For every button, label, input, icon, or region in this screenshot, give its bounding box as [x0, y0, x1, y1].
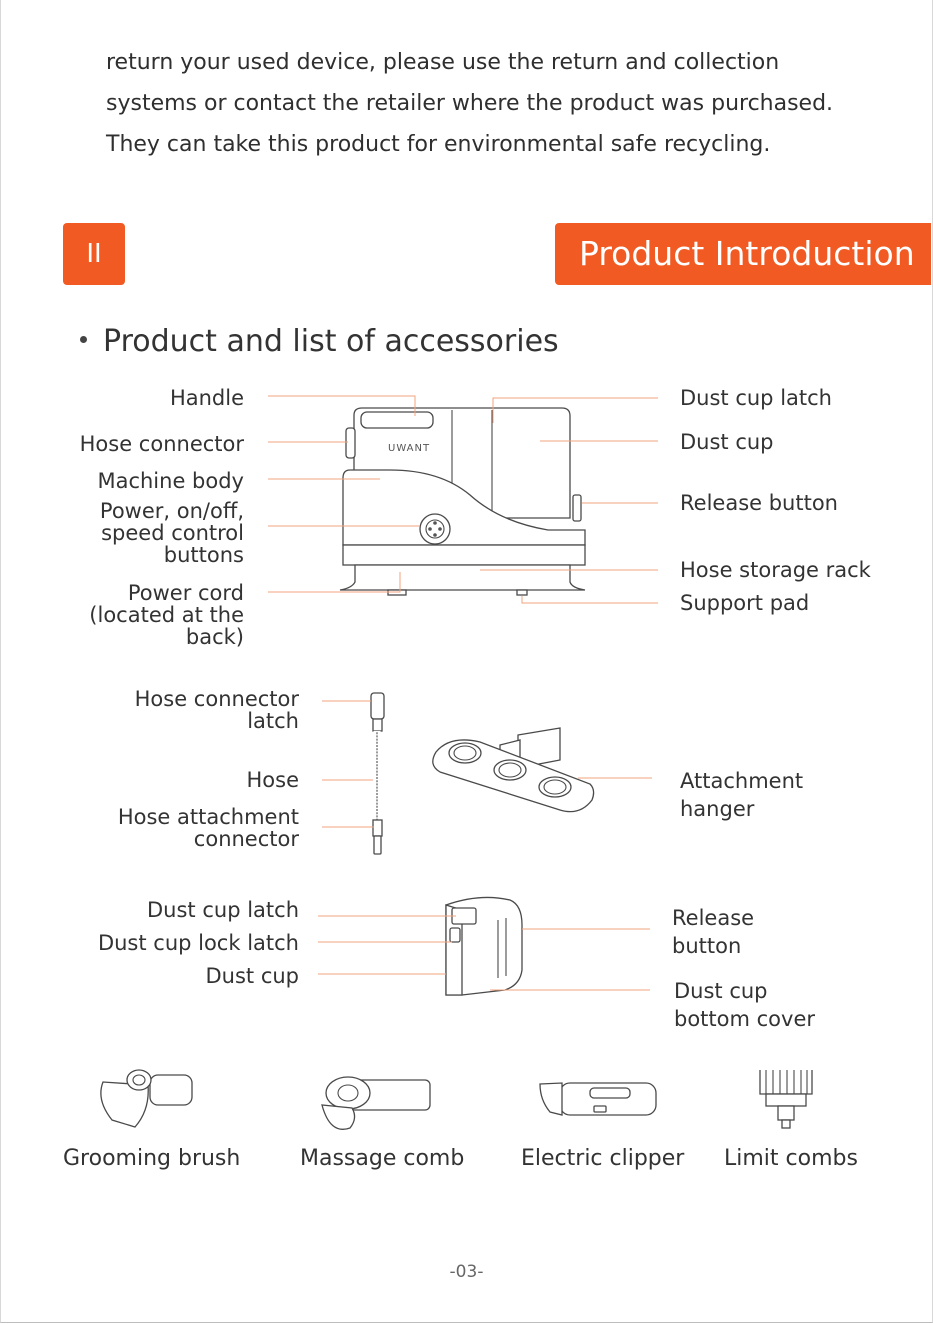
- label-dust-cup-lock-latch: Dust cup lock latch: [97, 931, 299, 955]
- intro-line-3: They can take this product for environme…: [106, 132, 771, 157]
- label-hose-connector: Hose connector: [79, 432, 244, 456]
- accessory-limit-combs: Limit combs: [724, 1146, 858, 1171]
- label-attachment-hanger: Attachment hanger: [680, 769, 804, 821]
- label-release-button: Release button: [680, 491, 838, 515]
- accessory-massage-comb: Massage comb: [300, 1146, 465, 1171]
- label-power-buttons: Power, on/off, speed control buttons: [99, 499, 244, 567]
- bullet-icon: [80, 336, 87, 343]
- attachment-hanger-drawing: [432, 727, 595, 813]
- hose-leader-lines: [322, 700, 374, 828]
- intro-line-2: systems or contact the retailer where th…: [106, 91, 834, 116]
- section-title-banner: Product Introduction: [555, 223, 931, 285]
- label-hose: Hose: [246, 768, 300, 792]
- label-dust-cup: Dust cup: [680, 430, 774, 454]
- brand-logo: UWANT: [388, 443, 430, 454]
- main-unit-drawing: UWANT: [339, 407, 586, 596]
- accessory-grooming-brush: Grooming brush: [63, 1146, 241, 1171]
- page-number: -03-: [449, 1262, 484, 1282]
- grooming-brush-drawing: [100, 1069, 193, 1128]
- label-release-button-detail: Release button: [672, 906, 755, 958]
- label-dust-cup-latch-detail: Dust cup latch: [147, 898, 299, 922]
- intro-line-1: return your used device, please use the …: [106, 50, 780, 75]
- dust-cup-leader-lines: [318, 915, 650, 991]
- label-support-pad: Support pad: [680, 591, 810, 615]
- limit-combs-drawing: [759, 1070, 813, 1129]
- section-number-badge: II: [63, 223, 125, 285]
- label-hose-storage-rack: Hose storage rack: [680, 558, 871, 582]
- massage-comb-drawing: [321, 1076, 431, 1130]
- label-hose-attachment-connector: Hose attachment connector: [117, 805, 299, 851]
- subsection-title: Product and list of accessories: [103, 324, 559, 359]
- label-dust-cup-bottom-cover: Dust cup bottom cover: [674, 979, 816, 1031]
- label-power-cord: Power cord (located at the back): [89, 581, 244, 649]
- accessory-electric-clipper: Electric clipper: [521, 1146, 685, 1171]
- electric-clipper-drawing: [539, 1082, 657, 1116]
- label-dust-cup-detail: Dust cup: [205, 964, 299, 988]
- label-handle: Handle: [169, 386, 244, 410]
- label-machine-body: Machine body: [97, 469, 244, 493]
- subsection-heading: Product and list of accessories: [80, 324, 559, 359]
- dust-cup-drawing: [445, 896, 523, 996]
- hose-drawing: [370, 692, 385, 855]
- label-hose-connector-latch: Hose connector latch: [134, 687, 299, 733]
- main-unit-leader-lines: [268, 395, 658, 604]
- label-dust-cup-latch: Dust cup latch: [680, 386, 832, 410]
